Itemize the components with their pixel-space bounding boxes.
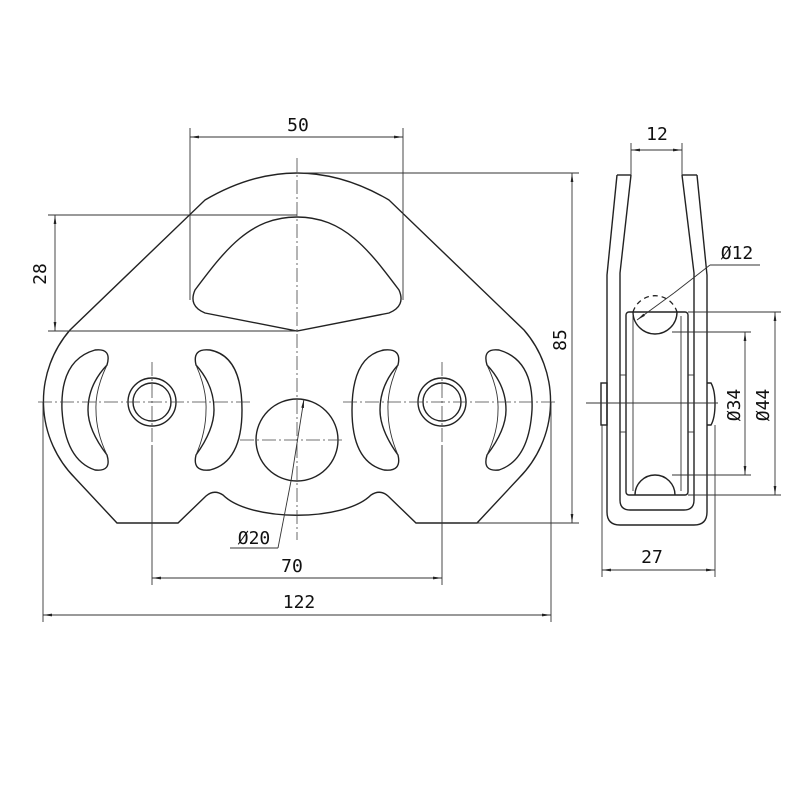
sheave-groove-bottom	[634, 474, 676, 496]
dim-center-hole: Ø20	[230, 398, 305, 549]
dim-overall-thickness: 27	[601, 425, 716, 577]
kidney-slot	[194, 349, 243, 471]
sheave-groove-top	[632, 311, 678, 335]
rope-circle-hidden	[632, 295, 678, 313]
kidney-slot	[485, 349, 533, 471]
dim-label-85: 85	[550, 329, 571, 351]
dim-sheave-outer-diameter: Ø44	[688, 311, 781, 496]
dim-eye-gap: 12	[630, 124, 683, 175]
side-view: 12 Ø12 Ø34 Ø44 27	[586, 124, 781, 577]
dim-label-28: 28	[30, 263, 51, 285]
side-plate-inner	[619, 174, 695, 511]
centerlines	[38, 158, 556, 540]
hub-right	[707, 382, 716, 426]
kidney-slot-edge	[95, 364, 108, 456]
dim-eye-width: 50	[189, 115, 404, 300]
sheave	[625, 311, 689, 496]
dim-label-d20: Ø20	[238, 528, 271, 549]
dim-label-d34: Ø34	[724, 389, 745, 422]
dim-label-12: 12	[646, 124, 668, 145]
side-plate-outer	[606, 174, 708, 526]
dim-label-27: 27	[641, 547, 663, 568]
dim-label-d44: Ø44	[753, 389, 774, 422]
dim-label-70: 70	[281, 556, 303, 577]
hub-left	[600, 382, 608, 426]
kidney-slot-edge	[486, 364, 499, 456]
dim-label-122: 122	[283, 592, 316, 613]
dim-eye-height: 28	[30, 214, 297, 332]
kidney-slot	[61, 349, 109, 471]
dim-overall-width: 122	[42, 402, 552, 622]
dim-overall-height: 85	[297, 172, 579, 524]
dim-label-d12: Ø12	[721, 243, 754, 264]
kidney-slot	[351, 349, 400, 471]
dim-rope-diameter: Ø12	[636, 243, 760, 321]
front-view: 50 28 85 70 122	[30, 115, 579, 622]
dim-label-50: 50	[287, 115, 309, 136]
dim-sheave-inner-diameter: Ø34	[672, 331, 751, 476]
plate-outline	[42, 172, 552, 524]
dim-sheave-spacing: 70	[151, 445, 443, 585]
kidney-slot-edge	[195, 364, 207, 456]
kidney-slot-edge	[387, 364, 399, 456]
